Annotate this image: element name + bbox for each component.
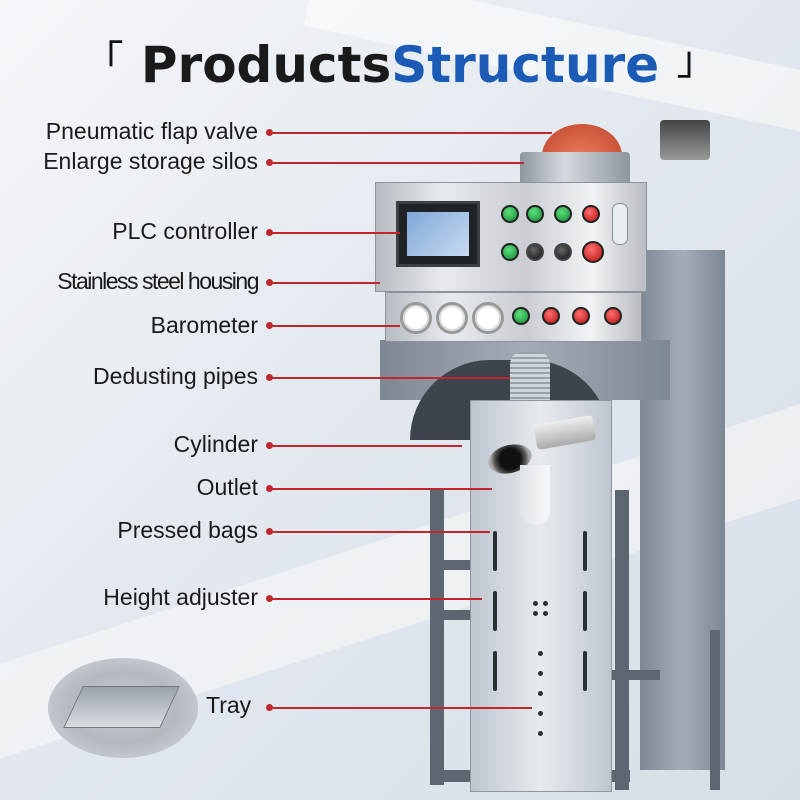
callout-line bbox=[272, 232, 400, 234]
callout-dot bbox=[266, 442, 273, 449]
leg bbox=[615, 490, 629, 790]
callout-line bbox=[272, 598, 482, 600]
callout-dot bbox=[266, 279, 273, 286]
cross-bar bbox=[600, 670, 660, 680]
page-title: 「 ProductsStructure 」 bbox=[0, 28, 800, 94]
cross-bar bbox=[430, 610, 480, 620]
callout-dot bbox=[266, 595, 273, 602]
label-plc-controller: PLC controller bbox=[112, 218, 258, 244]
label-dedusting-pipes: Dedusting pipes bbox=[93, 363, 258, 389]
barometer-gauge bbox=[472, 302, 504, 334]
callout-line bbox=[272, 325, 400, 327]
callout-line bbox=[272, 132, 552, 134]
callout-dot bbox=[266, 485, 273, 492]
green-button bbox=[554, 205, 572, 223]
green-button bbox=[501, 243, 519, 261]
green-button bbox=[501, 205, 519, 223]
tray-inset-image bbox=[48, 658, 198, 758]
tray-plate bbox=[63, 686, 180, 728]
valve-actuator bbox=[660, 120, 710, 160]
label-pressed-bags: Pressed bags bbox=[117, 517, 258, 543]
callout-dot bbox=[266, 704, 273, 711]
green-button bbox=[526, 205, 544, 223]
selector-switch bbox=[526, 243, 544, 261]
callout-line bbox=[272, 488, 492, 490]
green-button bbox=[512, 307, 530, 325]
packing-machine-image bbox=[370, 110, 750, 800]
barometer-panel bbox=[385, 292, 642, 342]
label-tray: Tray bbox=[206, 692, 252, 718]
callout-dot bbox=[266, 229, 273, 236]
red-button bbox=[582, 205, 600, 223]
indicator-tower bbox=[612, 203, 628, 245]
title-open-bracket: 「 bbox=[83, 38, 124, 84]
label-cylinder: Cylinder bbox=[173, 431, 258, 457]
label-barometer: Barometer bbox=[150, 312, 258, 338]
bag-clamp bbox=[520, 465, 550, 525]
red-button bbox=[542, 307, 560, 325]
title-close-bracket: 」 bbox=[676, 38, 717, 84]
selector-switch bbox=[554, 243, 572, 261]
leg bbox=[430, 490, 444, 785]
emergency-stop bbox=[582, 241, 604, 263]
label-outlet: Outlet bbox=[196, 474, 258, 500]
label-pneumatic-flap-valve: Pneumatic flap valve bbox=[45, 118, 258, 144]
cross-bar bbox=[430, 560, 480, 570]
callout-line bbox=[272, 445, 462, 447]
barometer-gauge bbox=[400, 302, 432, 334]
barometer-gauge bbox=[436, 302, 468, 334]
callout-line bbox=[272, 162, 524, 164]
label-stainless-steel-housing: Stainless steel housing bbox=[57, 268, 259, 294]
callout-dot bbox=[266, 322, 273, 329]
callout-dot bbox=[266, 129, 273, 136]
label-height-adjuster: Height adjuster bbox=[103, 584, 258, 610]
callout-line bbox=[272, 531, 490, 533]
callout-line bbox=[272, 282, 380, 284]
title-part-structure: Structure bbox=[391, 36, 660, 94]
red-button bbox=[604, 307, 622, 325]
leg bbox=[710, 630, 720, 790]
label-enlarge-storage-silos: Enlarge storage silos bbox=[43, 148, 258, 174]
callout-dot bbox=[266, 528, 273, 535]
title-part-products: Products bbox=[140, 36, 392, 94]
callout-dot bbox=[266, 159, 273, 166]
stainless-steel-housing bbox=[375, 182, 647, 292]
callout-line bbox=[272, 707, 532, 709]
callout-line bbox=[272, 377, 510, 379]
plc-screen bbox=[396, 201, 480, 267]
red-button bbox=[572, 307, 590, 325]
callout-dot bbox=[266, 374, 273, 381]
